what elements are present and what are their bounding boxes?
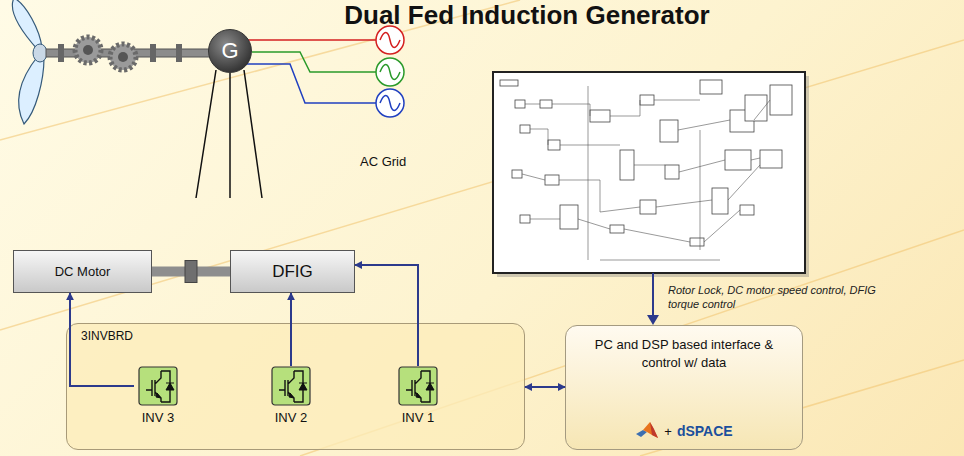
interface-description: PC and DSP based interface & control w/ … xyxy=(579,336,789,371)
node-label: DFIG xyxy=(272,262,313,282)
board-label: 3INVBRD xyxy=(81,329,133,343)
control-interface-box: PC and DSP based interface & control w/ … xyxy=(565,325,803,450)
inverter-board: 3INVBRD INV 3 INV 2 INV 1 xyxy=(66,323,525,450)
dspace-logo: dSPACE xyxy=(677,423,733,439)
signal-connector xyxy=(291,293,292,366)
inverter-module: INV 2 xyxy=(267,366,315,428)
signal-connector xyxy=(525,387,565,388)
simulink-screenshot xyxy=(493,72,809,277)
shaft-coupling xyxy=(152,261,230,283)
inverter-module: INV 1 xyxy=(394,366,442,428)
inverter-module: INV 3 xyxy=(134,366,182,428)
tool-logos: + dSPACE xyxy=(635,421,732,441)
annotation-label: Rotor Lock, DC motor speed control, DFIG… xyxy=(668,283,878,312)
igbt-symbol xyxy=(138,366,178,406)
inverter-label: INV 3 xyxy=(134,410,182,425)
diagram-title: Dual Fed Induction Generator xyxy=(187,0,867,31)
igbt-symbol xyxy=(271,366,311,406)
igbt-symbol xyxy=(398,366,438,406)
node-label: DC Motor xyxy=(55,264,111,279)
control-arrow xyxy=(647,273,659,325)
inverter-label: INV 2 xyxy=(267,410,315,425)
generator-circle: G xyxy=(208,29,252,73)
signal-connector xyxy=(70,293,134,386)
annotation-label: AC Grid xyxy=(360,154,440,171)
node-label: G xyxy=(221,38,238,64)
turbine-blades xyxy=(12,0,47,124)
plus-sign: + xyxy=(664,424,672,439)
matlab-logo xyxy=(635,421,659,441)
dfig-box: DFIG xyxy=(230,250,355,293)
drive-train xyxy=(46,37,210,70)
ac-sources xyxy=(376,26,404,117)
motor-box: DC Motor xyxy=(13,250,152,293)
signal-connector xyxy=(355,265,418,366)
inverter-label: INV 1 xyxy=(394,410,442,425)
